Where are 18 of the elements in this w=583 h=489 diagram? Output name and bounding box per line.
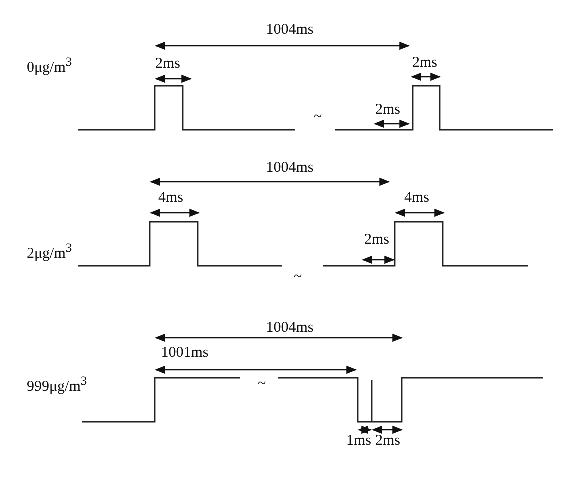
duration-label: 4ms	[404, 190, 430, 206]
duration-label: 1ms	[346, 432, 372, 450]
duration-label: 1001ms	[161, 344, 209, 362]
break-mark: ~	[314, 108, 322, 126]
break-mark: ~	[294, 268, 302, 286]
duration-label: 4ms	[158, 190, 184, 206]
concentration-label: 0μg/m$^{3}$	[27, 56, 72, 76]
duration-label: 1004ms	[266, 22, 314, 38]
duration-label: 2ms	[376, 432, 400, 450]
duration-label: 2ms	[376, 102, 400, 118]
concentration-label: 999μg/m$^{3}$	[27, 374, 88, 396]
duration-label: 2ms	[156, 56, 180, 72]
break-mark: ~	[258, 376, 266, 392]
duration-label: 2ms	[412, 54, 438, 72]
duration-label: 1004ms	[266, 160, 314, 176]
duration-label: 2ms	[364, 232, 390, 248]
concentration-label: 2μg/m$^{3}$	[27, 242, 72, 262]
duration-label: 1004ms	[266, 320, 314, 336]
